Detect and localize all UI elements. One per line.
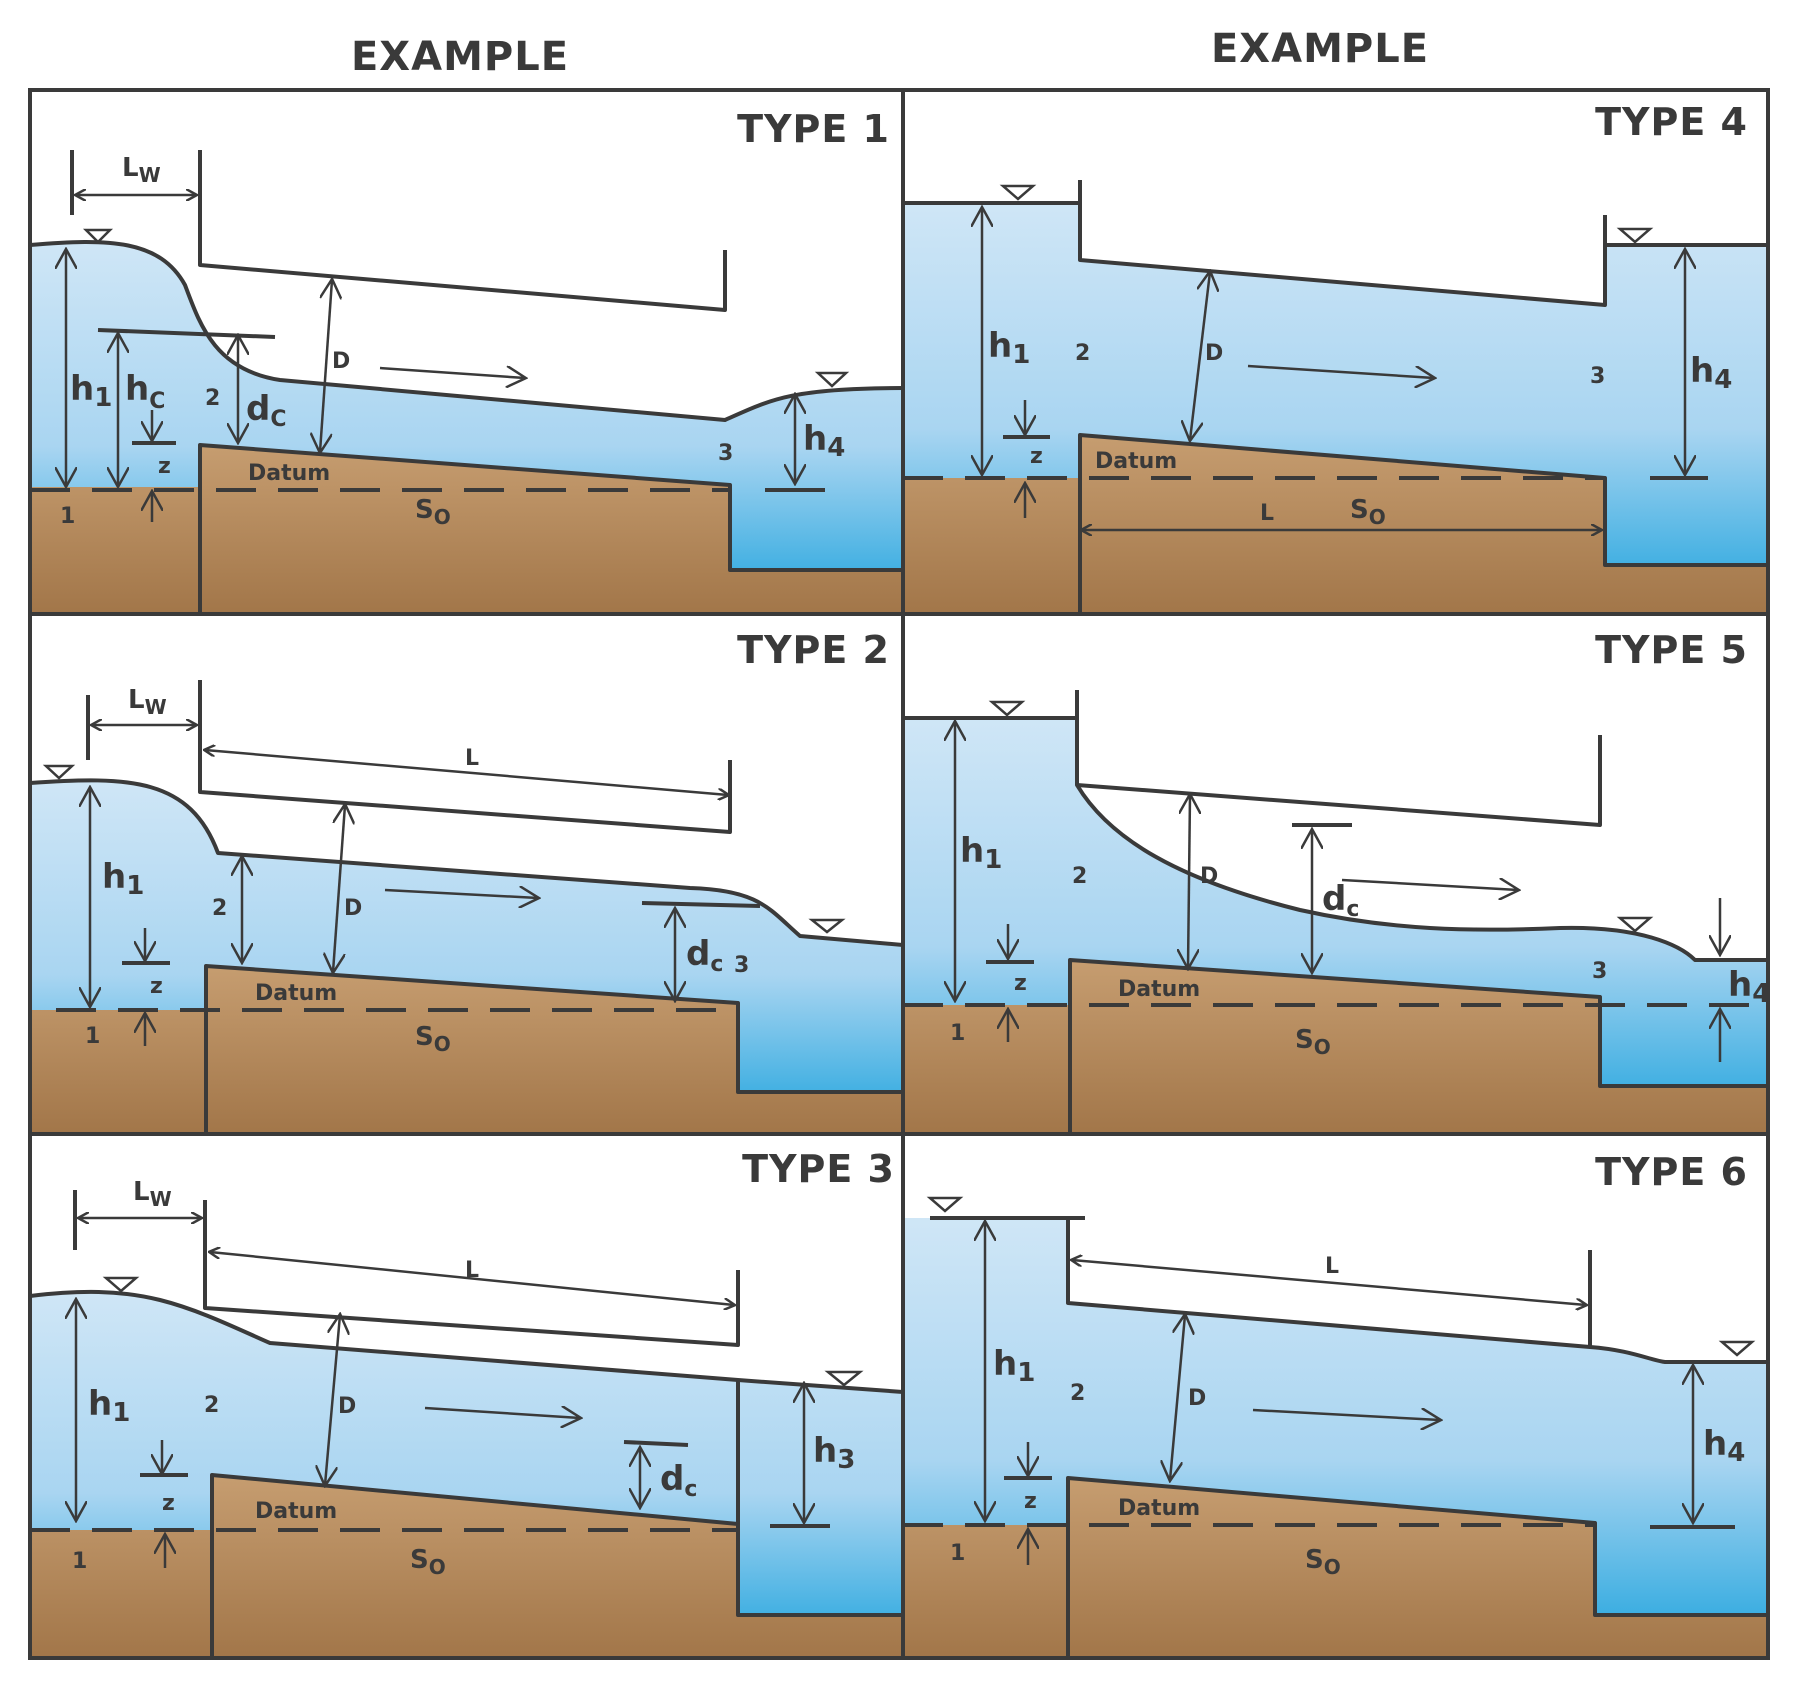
section-1-label: 1 [72, 1549, 87, 1574]
datum-label: Datum [255, 1499, 337, 1524]
type-2-title: TYPE 2 [737, 628, 890, 672]
h3-label: h3 [813, 1431, 855, 1475]
section-2-label: 2 [205, 386, 220, 411]
z-label: z [1024, 1489, 1037, 1514]
lw-label: LW [128, 685, 167, 719]
lw-label: LW [122, 153, 161, 187]
panel-type-5: TYPE 5 h1 2 D dc 3 h4 z Datum SO 1 [903, 628, 1770, 1134]
h1-label: h1 [70, 369, 112, 413]
dc-label: dc [660, 1459, 697, 1502]
panel-type-1: TYPE 1 LW h1 hC 2 dC D z Datum SO 1 3 h4 [30, 107, 903, 614]
d-label: D [332, 349, 350, 374]
section-1-label: 1 [60, 504, 75, 529]
dc-label: dc [1322, 879, 1359, 922]
d-label: D [1188, 1386, 1206, 1411]
type-6-title: TYPE 6 [1595, 1150, 1748, 1194]
type-1-title: TYPE 1 [737, 107, 890, 151]
d-label: D [344, 896, 362, 921]
section-3-label: 3 [734, 953, 749, 978]
slope-label: SO [1295, 1025, 1331, 1059]
heading-right: EXAMPLE [1211, 26, 1429, 72]
d-label: D [1200, 864, 1218, 889]
panel-type-2: TYPE 2 LW L h1 2 D dc 3 z Datum SO 1 [30, 628, 903, 1134]
section-3-label: 3 [1590, 364, 1605, 389]
section-2-label: 2 [1072, 864, 1087, 889]
h1-label: h1 [102, 857, 144, 901]
z-label: z [150, 974, 163, 999]
l-label: L [465, 1258, 479, 1283]
dc-label: dc [686, 934, 723, 977]
section-3-label: 3 [718, 441, 733, 466]
lw-label: LW [133, 1177, 172, 1211]
section-2-label: 2 [204, 1393, 219, 1418]
panel-type-6: TYPE 6 L h1 2 D h4 z Datum SO 1 [903, 1150, 1768, 1658]
h1-label: h1 [960, 831, 1002, 875]
h1-label: h1 [988, 326, 1030, 370]
section-2-label: 2 [1070, 1381, 1085, 1406]
h4-label: h4 [1690, 351, 1732, 395]
panel-type-4: TYPE 4 h1 2 D 3 h4 z Datum L SO [903, 100, 1768, 614]
type-5-title: TYPE 5 [1595, 628, 1748, 672]
panel-type-3: TYPE 3 LW L h1 2 D dc h3 z Datum SO 1 [30, 1147, 903, 1658]
datum-label: Datum [1095, 449, 1177, 474]
section-2-label: 2 [1075, 341, 1090, 366]
datum-label: Datum [1118, 1496, 1200, 1521]
type-3-title: TYPE 3 [742, 1147, 895, 1191]
l-label: L [1260, 501, 1274, 526]
z-label: z [1014, 971, 1027, 996]
section-1-label: 1 [950, 1541, 965, 1566]
datum-label: Datum [1118, 977, 1200, 1002]
section-1-label: 1 [950, 1021, 965, 1046]
section-1-label: 1 [85, 1024, 100, 1049]
section-2-label: 2 [212, 896, 227, 921]
slope-label: SO [410, 1545, 446, 1579]
l-label: L [465, 746, 479, 771]
outer-frame [28, 88, 1770, 1660]
z-label: z [162, 1491, 175, 1516]
h4-label: h4 [1728, 965, 1770, 1009]
h4-label: h4 [803, 419, 845, 463]
d-label: D [338, 1394, 356, 1419]
z-label: z [158, 454, 171, 479]
l-label: L [1325, 1254, 1339, 1279]
heading-left: EXAMPLE [351, 34, 569, 80]
slope-label: SO [415, 1022, 451, 1056]
h4-label: h4 [1703, 1424, 1745, 1468]
slope-label: SO [1305, 1545, 1341, 1579]
section-3-label: 3 [1592, 959, 1607, 984]
type-4-title: TYPE 4 [1595, 100, 1748, 144]
dc-label: dC [246, 389, 287, 432]
datum-label: Datum [255, 981, 337, 1006]
d-label: D [1205, 341, 1223, 366]
hc-label: hC [125, 369, 165, 414]
slope-label: SO [1350, 495, 1386, 529]
z-label: z [1030, 444, 1043, 469]
h1-label: h1 [88, 1384, 130, 1428]
h1-label: h1 [993, 1344, 1035, 1388]
slope-label: SO [415, 495, 451, 529]
datum-label: Datum [248, 461, 330, 486]
